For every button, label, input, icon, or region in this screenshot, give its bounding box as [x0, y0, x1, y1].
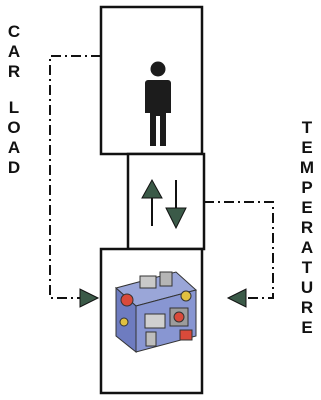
car-load-letter: O — [7, 118, 21, 137]
temperature-letter: P — [301, 178, 313, 197]
car-load-letter: D — [7, 158, 21, 177]
car-load-letter: L — [8, 98, 20, 117]
temperature-line — [204, 201, 274, 299]
temperature-letter: R — [300, 218, 314, 237]
hydraulic-valve-block-icon — [114, 271, 198, 354]
temperature-letter: U — [300, 278, 314, 297]
car-load-letter: R — [7, 62, 21, 81]
temperature-letter: M — [299, 158, 315, 177]
car-load-letter: A — [7, 138, 21, 157]
temperature-letter: E — [301, 198, 313, 217]
temperature-letter: A — [300, 238, 314, 257]
direction-box — [126, 152, 206, 251]
car-load-line — [49, 55, 101, 299]
car-load-letter: A — [7, 42, 21, 61]
temperature-arrowhead — [226, 288, 247, 308]
car-load-letter: C — [7, 22, 21, 41]
temperature-letter: R — [300, 298, 314, 317]
temperature-letter: T — [301, 258, 313, 277]
car-load-arrowhead — [79, 288, 100, 308]
temperature-letter: E — [301, 138, 313, 157]
up-down-arrows-icon — [141, 178, 187, 230]
temperature-letter: T — [301, 118, 313, 137]
temperature-letter: E — [301, 318, 313, 337]
person-icon — [145, 61, 171, 146]
